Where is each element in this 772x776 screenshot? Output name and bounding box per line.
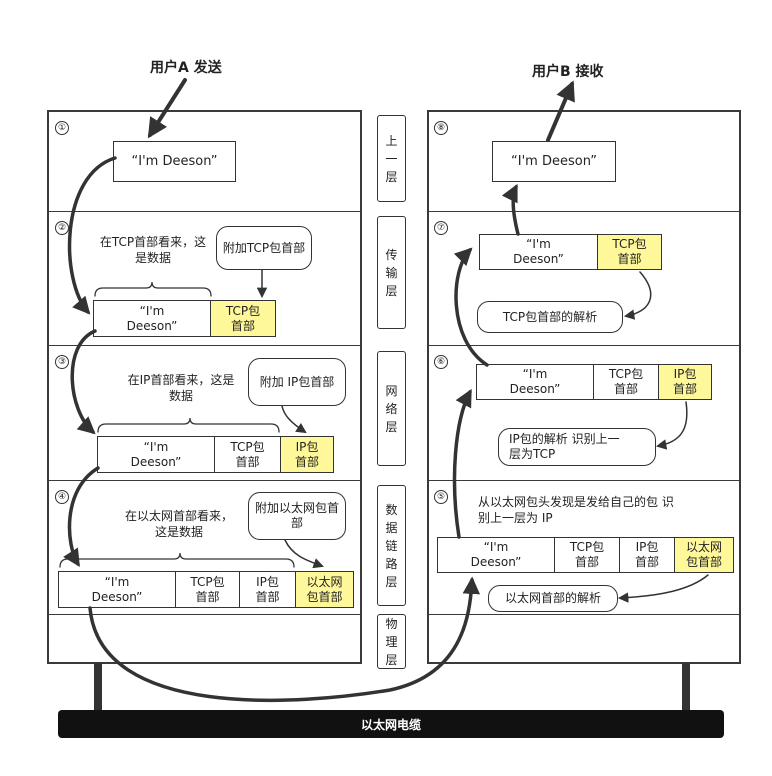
sender-eth-pointer xyxy=(284,539,324,569)
receiver-ip-tcp-box: TCP包首部 xyxy=(593,364,659,400)
network-transfer-arrow xyxy=(88,576,481,703)
receiver-cable-leg xyxy=(682,663,690,711)
step-number-4: ④ xyxy=(55,490,69,504)
receiver-eth-tcp-box: TCP包首部 xyxy=(554,537,620,573)
sender-ip-header-box: IP包首部 xyxy=(280,436,334,473)
sender-cable-leg xyxy=(94,663,102,711)
receiver-datalink-note: 从以太网包头发现是发给自己的包 识别上一层为 IP xyxy=(478,495,674,525)
receiver-divider xyxy=(428,480,740,481)
sender-transport-brace xyxy=(94,281,212,297)
receiver-eth-ip-box: IP包首部 xyxy=(619,537,675,573)
sender-network-note: 在IP首部看来，这是数据 xyxy=(127,373,235,403)
sender-ip-bubble: 附加 IP包首部 xyxy=(248,358,346,406)
sender-tcp-header-box: TCP包首部 xyxy=(210,300,276,337)
step-number-3: ③ xyxy=(55,355,69,369)
sender-eth-bubble: 附加以太网包首部 xyxy=(248,492,346,540)
sender-title: 用户A 发送 xyxy=(150,60,222,76)
receiver-divider xyxy=(428,211,740,212)
ethernet-cable: 以太网电缆 xyxy=(58,710,724,738)
receiver-flow-5-6 xyxy=(452,388,472,539)
sender-data-box: “I'm Deeson” xyxy=(113,141,236,182)
layer-label-network: 网络层 xyxy=(377,351,406,466)
sender-flow-3-4 xyxy=(63,466,100,567)
sender-flow-2-3 xyxy=(70,329,97,435)
layer-label-upper: 上一层 xyxy=(377,115,406,202)
receiver-ip-pointer xyxy=(655,401,688,450)
step-number-2: ② xyxy=(55,221,69,235)
receiver-data-box: “I'm Deeson” xyxy=(492,141,616,182)
receiver-eth-pointer xyxy=(617,574,709,603)
sender-transport-note: 在TCP首部看来，这是数据 xyxy=(99,235,207,265)
receiver-title: 用户B 接收 xyxy=(532,64,604,80)
receiver-tcp-bubble: TCP包首部的解析 xyxy=(477,301,623,333)
receiver-output-arrow xyxy=(546,80,575,142)
receiver-ip-header-box: IP包首部 xyxy=(658,364,712,400)
sender-input-arrow xyxy=(147,78,187,139)
layer-label-datalink: 数据链路层 xyxy=(377,485,406,606)
receiver-divider xyxy=(428,614,740,615)
step-number-1: ① xyxy=(55,121,69,135)
step-number-6: ⑥ xyxy=(434,355,448,369)
sender-datalink-note: 在以太网首部看来，这是数据 xyxy=(124,509,233,539)
receiver-flow-7-8 xyxy=(501,183,520,236)
step-number-5: ⑤ xyxy=(434,490,448,504)
sender-divider xyxy=(48,614,361,615)
sender-ip-pointer xyxy=(281,405,307,434)
sender-datalink-brace xyxy=(59,552,295,568)
receiver-tcp-pointer xyxy=(623,271,652,320)
sender-divider xyxy=(48,345,361,346)
receiver-divider xyxy=(428,345,740,346)
receiver-eth-header-box: 以太网包首部 xyxy=(674,537,734,573)
sender-divider xyxy=(48,211,361,212)
sender-flow-1-2 xyxy=(67,156,117,315)
step-number-8: ⑧ xyxy=(434,121,448,135)
receiver-tcp-header-box: TCP包首部 xyxy=(597,234,662,270)
sender-eth-header-box: 以太网包首部 xyxy=(295,571,354,608)
step-number-7: ⑦ xyxy=(434,221,448,235)
sender-tcp-bubble: 附加TCP包首部 xyxy=(216,226,312,270)
layer-label-physical: 物理层 xyxy=(377,614,406,669)
receiver-ip-bubble: IP包的解析 识别上一层为TCP xyxy=(498,428,656,466)
receiver-flow-6-7 xyxy=(453,247,489,367)
sender-divider xyxy=(48,480,361,481)
layer-label-transport: 传输层 xyxy=(377,216,406,329)
sender-network-brace xyxy=(97,417,280,433)
receiver-eth-bubble: 以太网首部的解析 xyxy=(488,585,618,612)
